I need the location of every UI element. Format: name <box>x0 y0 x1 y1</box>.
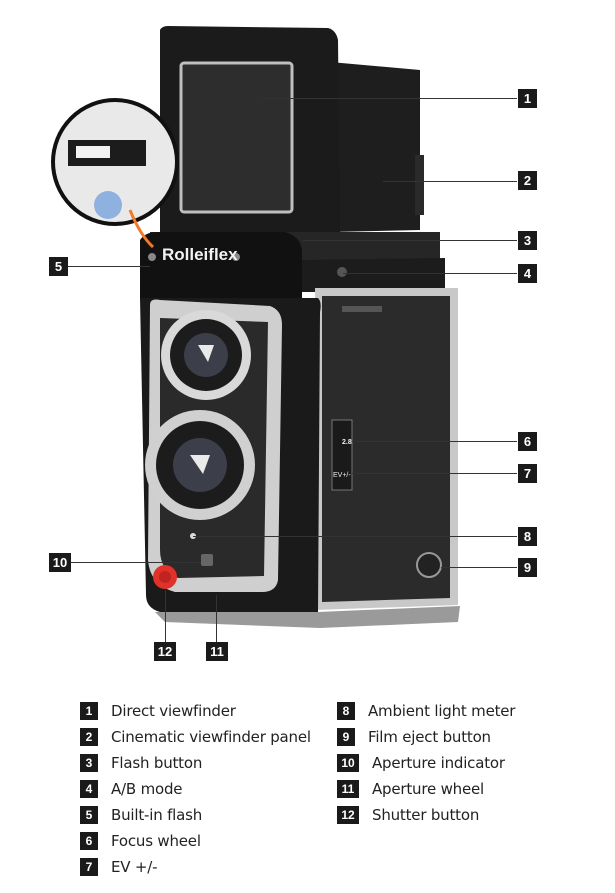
legend-number: 6 <box>80 832 98 850</box>
legend-item: 12 Shutter button <box>337 804 479 826</box>
legend-item: 11 Aperture wheel <box>337 778 484 800</box>
ev-marking: EV+/- <box>333 472 351 479</box>
nameplate <box>140 232 302 300</box>
callout-2: 2 <box>518 171 537 190</box>
leader-line-11 <box>216 595 217 642</box>
legend-item: 10 Aperture indicator <box>337 752 505 774</box>
aperture-indicator <box>201 554 213 566</box>
callout-4: 4 <box>518 264 537 283</box>
leader-line-12 <box>165 590 166 642</box>
leader-line-10 <box>70 562 201 563</box>
legend-number: 10 <box>337 754 359 772</box>
legend-number: 4 <box>80 780 98 798</box>
legend-label: Built-in flash <box>111 806 202 824</box>
legend-label: Film eject button <box>368 728 491 746</box>
legend-label: Aperture indicator <box>372 754 505 772</box>
legend-item: 5 Built-in flash <box>80 804 202 826</box>
leader-line-2 <box>383 181 517 182</box>
legend-number: 11 <box>337 780 359 798</box>
legend-number: 3 <box>80 754 98 772</box>
callout-12: 12 <box>154 642 176 661</box>
ab-mode-dot <box>337 267 347 277</box>
legend-number: 9 <box>337 728 355 746</box>
legend-number: 2 <box>80 728 98 746</box>
leader-line-5 <box>68 266 150 267</box>
focus-wheel <box>332 420 352 490</box>
leader-line-3 <box>303 240 517 241</box>
legend-label: Ambient light meter <box>368 702 515 720</box>
legend-item: 2 Cinematic viewfinder panel <box>80 726 311 748</box>
legend-label: Direct viewfinder <box>111 702 236 720</box>
callout-10: 10 <box>49 553 71 572</box>
leader-line-6 <box>352 441 517 442</box>
legend-number: 7 <box>80 858 98 876</box>
callout-3: 3 <box>518 231 537 250</box>
legend-label: Aperture wheel <box>372 780 484 798</box>
film-eject-button <box>417 553 441 577</box>
legend-label: A/B mode <box>111 780 182 798</box>
legend-item: 8 Ambient light meter <box>337 700 515 722</box>
callout-8: 8 <box>518 527 537 546</box>
callout-11: 11 <box>206 642 228 661</box>
legend-item: 9 Film eject button <box>337 726 491 748</box>
leader-line-1 <box>262 98 517 99</box>
legend-label: Focus wheel <box>111 832 201 850</box>
callout-5: 5 <box>49 257 68 276</box>
legend-item: 4 A/B mode <box>80 778 182 800</box>
viewfinder-side-panel <box>330 62 420 232</box>
legend-number: 5 <box>80 806 98 824</box>
callout-1: 1 <box>518 89 537 108</box>
leader-line-9 <box>441 567 517 568</box>
legend-number: 8 <box>337 702 355 720</box>
legend-item: 6 Focus wheel <box>80 830 201 852</box>
leader-line-7 <box>352 473 517 474</box>
brand-logo: Rolleiflex <box>162 245 238 265</box>
legend-number: 1 <box>80 702 98 720</box>
callout-7: 7 <box>518 464 537 483</box>
callout-6: 6 <box>518 432 537 451</box>
legend-label: Flash button <box>111 754 202 772</box>
callout-9: 9 <box>518 558 537 577</box>
legend-item: 1 Direct viewfinder <box>80 700 236 722</box>
legend-label: EV +/- <box>111 858 157 876</box>
focus-marking: 2.8 <box>342 439 352 446</box>
legend-item: 3 Flash button <box>80 752 202 774</box>
legend-label: Cinematic viewfinder panel <box>111 728 311 746</box>
leader-line-4 <box>343 273 517 274</box>
legend-number: 12 <box>337 806 359 824</box>
viewfinder-window <box>181 63 292 212</box>
legend-item: 7 EV +/- <box>80 856 157 878</box>
leader-line-8 <box>193 536 517 537</box>
legend-label: Shutter button <box>372 806 479 824</box>
